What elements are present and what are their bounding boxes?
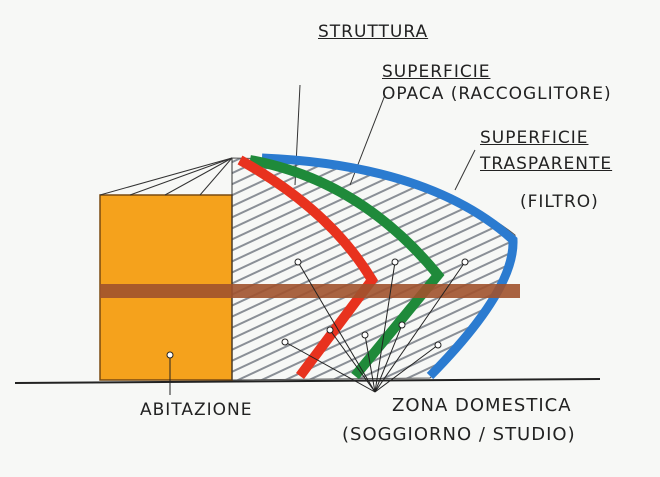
label-structure: STRUTTURA [318, 22, 429, 42]
structure-curve [237, 155, 379, 379]
label-transparent-surface-1: SUPERFICIE [480, 128, 589, 148]
ground-line [14, 378, 601, 384]
label-domestic-zone-2: (SOGGIORNO / STUDIO) [342, 424, 576, 445]
zone-points [166, 258, 469, 359]
label-domestic-zone-1: ZONA DOMESTICA [392, 395, 572, 416]
transparent-surface-curve [261, 153, 518, 380]
floor-band [100, 284, 520, 298]
zone-leaders [169, 261, 466, 395]
label-opaque-surface-1: SUPERFICIE [382, 62, 491, 82]
label-dwelling: ABITAZIONE [140, 400, 253, 420]
opaque-surface-curve [249, 155, 445, 380]
label-transparent-surface-2: TRASPARENTE [480, 154, 613, 174]
label-transparent-surface-3: (FILTRO) [520, 192, 599, 212]
label-opaque-surface-2: OPACA (RACCOGLITORE) [382, 84, 612, 104]
